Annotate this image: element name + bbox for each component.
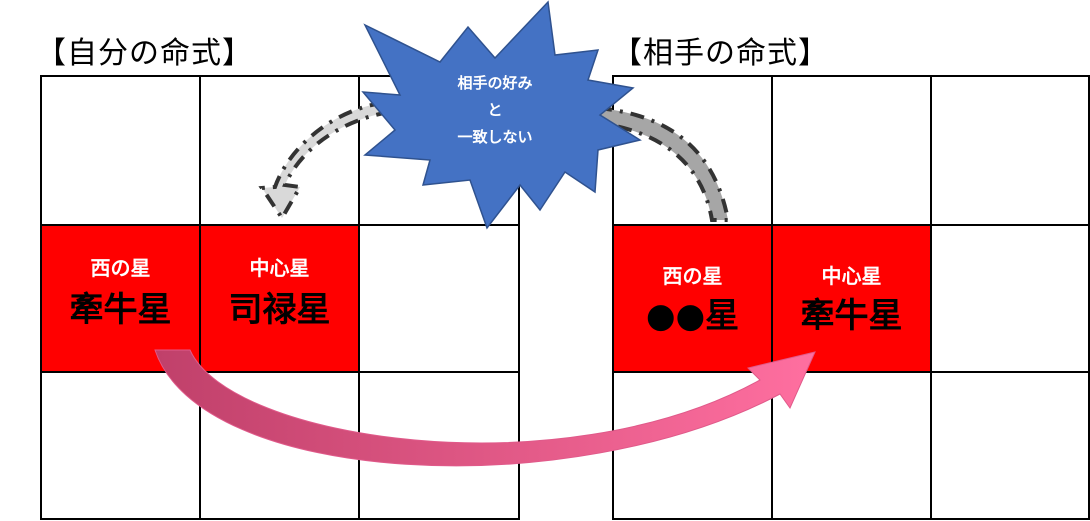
west-star-cell: 西の星 ●●星: [612, 224, 773, 373]
grid-cell: [930, 371, 1090, 520]
left-title: 【自分の命式】: [36, 36, 253, 71]
pink-curved-arrow: [154, 349, 816, 467]
west-star-label: 西の星: [662, 264, 723, 288]
west-star-name: 牽牛星: [69, 290, 172, 330]
burst-line-1: 相手の好み: [457, 74, 533, 92]
right-title: 【相手の命式】: [612, 36, 829, 71]
center-star-name: 司禄星: [228, 290, 331, 330]
burst-line-2: と: [487, 101, 503, 119]
center-star-label: 中心星: [821, 264, 882, 288]
burst-message: 相手の好み と 一致しない: [420, 70, 570, 151]
west-star-label: 西の星: [90, 256, 151, 280]
explosion-burst-shape: [361, 0, 642, 230]
center-star-cell: 中心星 牽牛星: [771, 224, 932, 373]
center-star-cell: 中心星 司禄星: [199, 224, 360, 373]
center-star-label: 中心星: [249, 256, 310, 280]
left-gray-dashed-arrow: [258, 100, 394, 222]
west-star-name: ●●星: [645, 296, 740, 336]
center-star-name: 牽牛星: [800, 296, 903, 336]
burst-line-3: 一致しない: [457, 128, 533, 146]
